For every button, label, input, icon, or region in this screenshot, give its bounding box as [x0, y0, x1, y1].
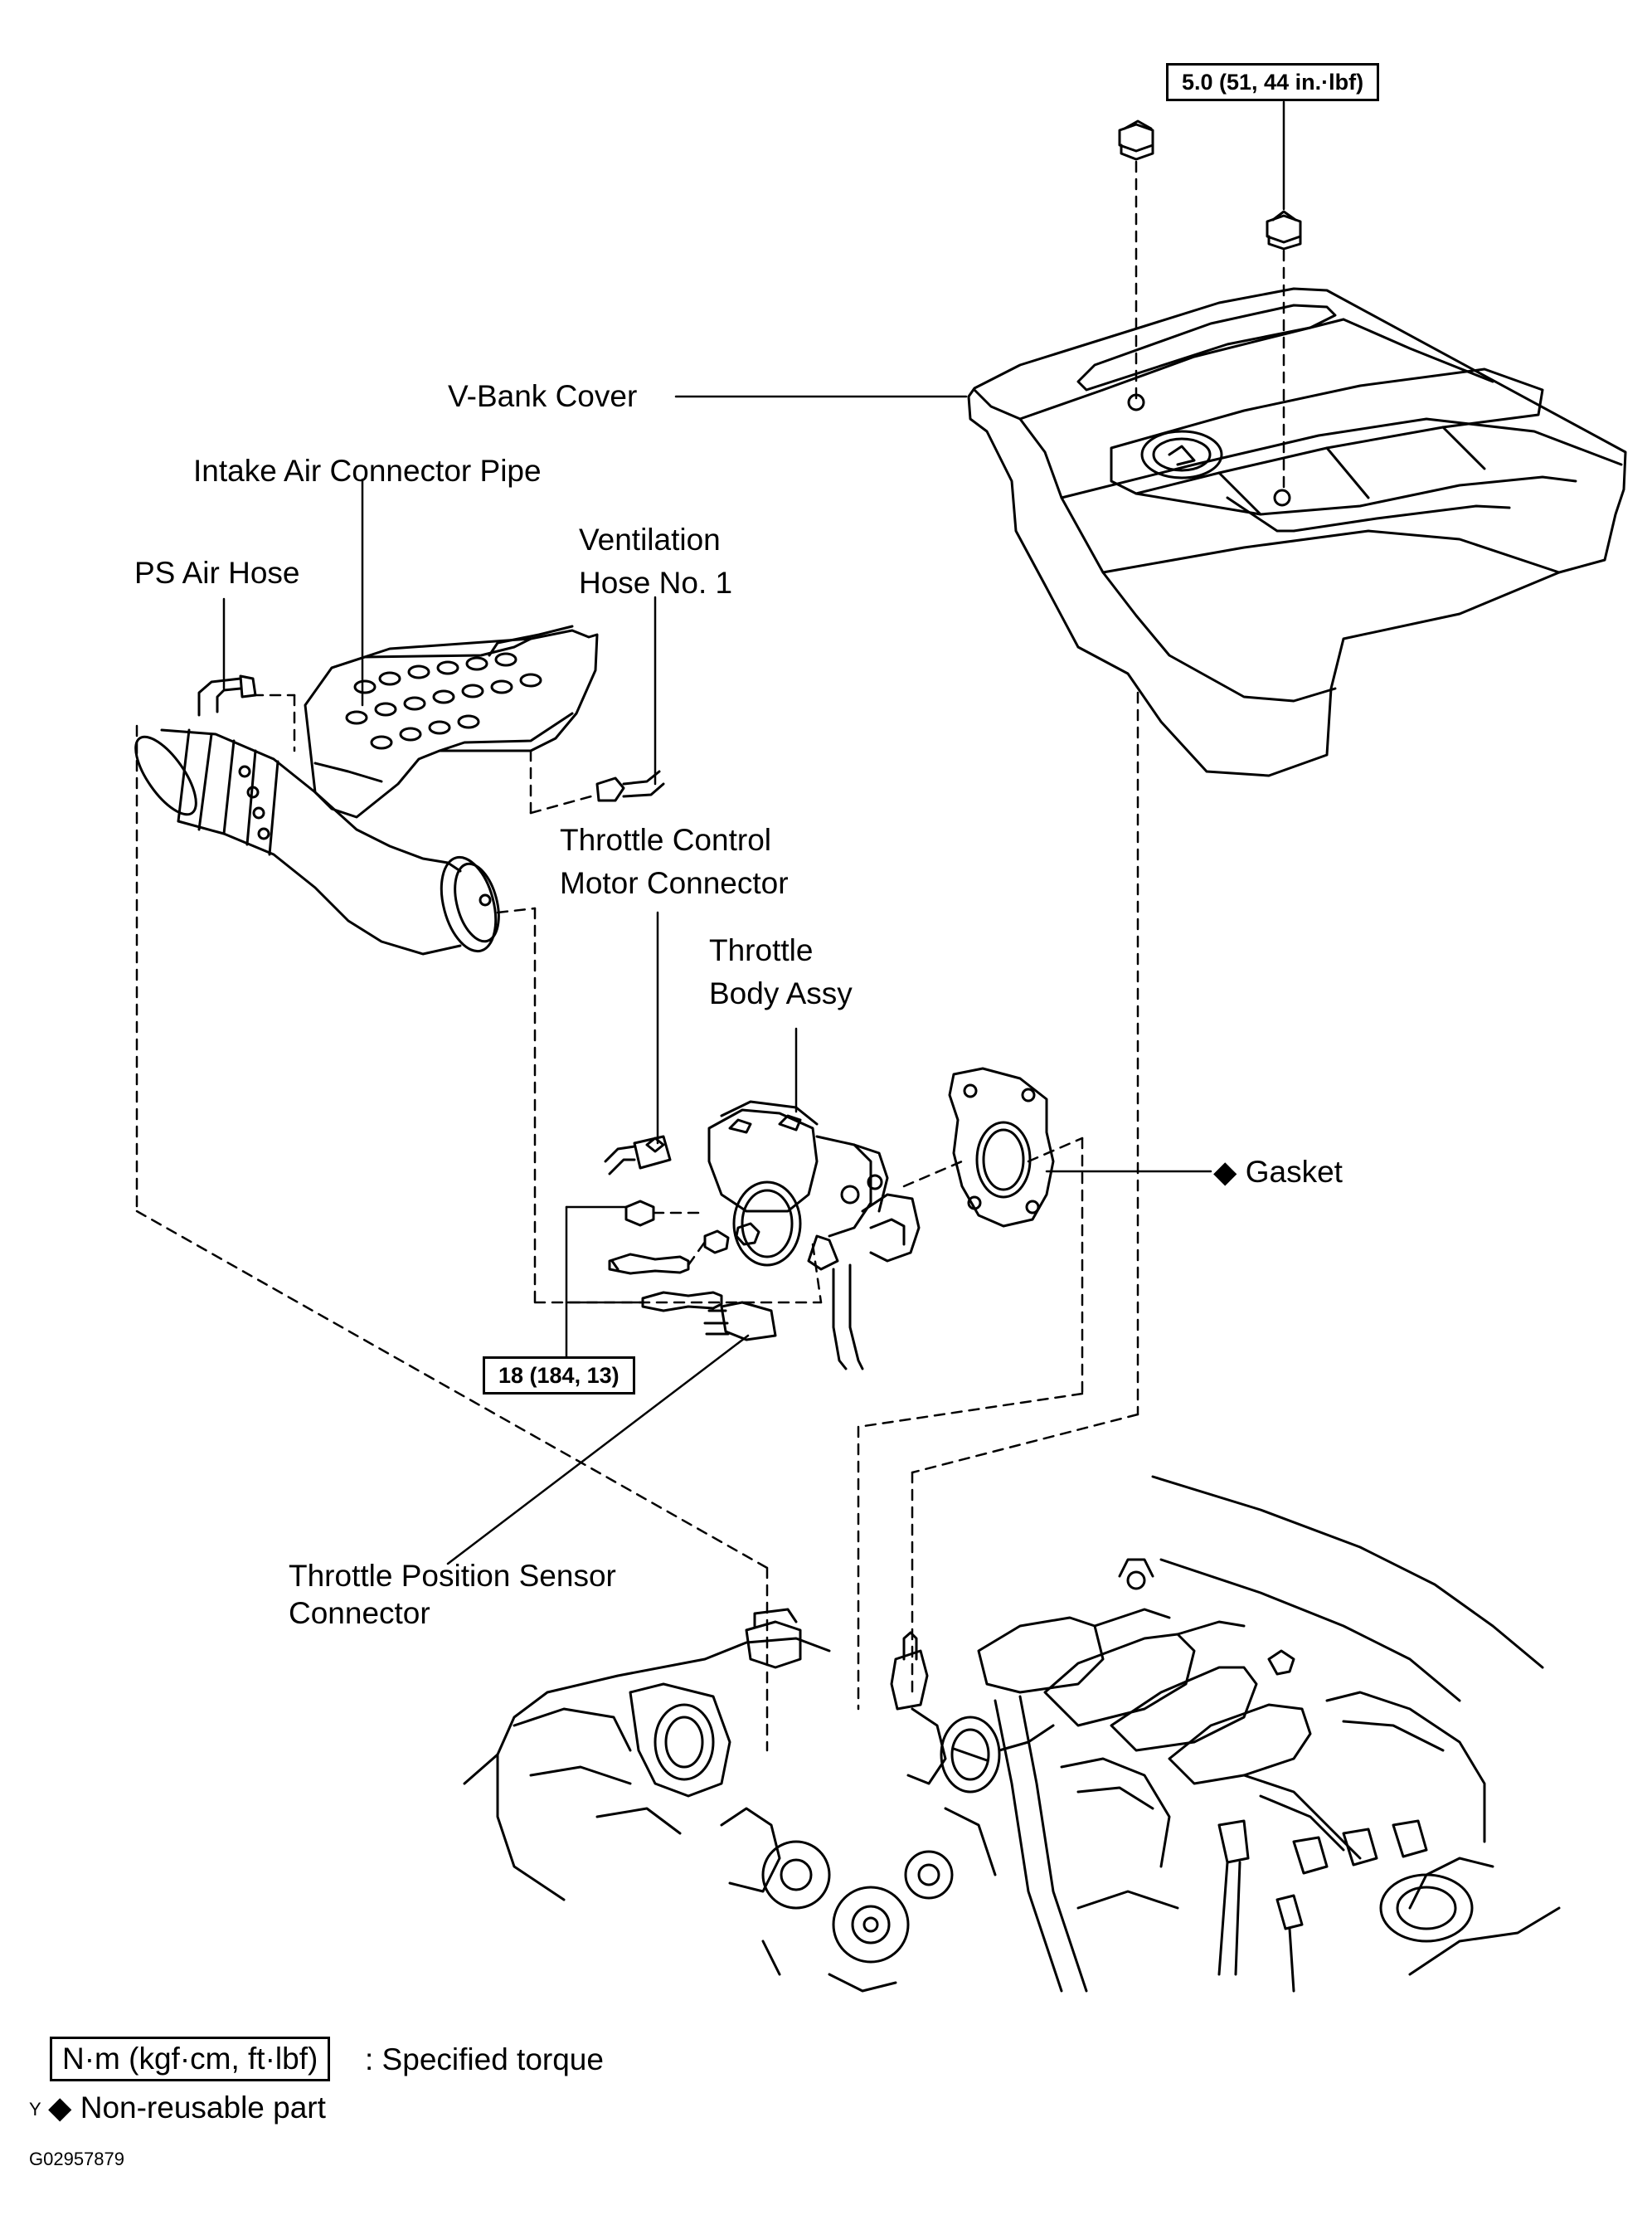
throttle-position-sensor-connector [703, 1301, 777, 1341]
intake-air-connector-pipe [134, 625, 599, 956]
label-gasket: ◆ Gasket [1213, 1155, 1343, 1189]
engine-assembly [463, 1475, 1561, 1993]
ventilation-hose-no1 [595, 770, 665, 802]
throttle-body-assy [707, 1100, 921, 1370]
throttle-assembly-lines [652, 1137, 1084, 1711]
label-tps-connector-line2: Connector [289, 1596, 430, 1630]
label-ventilation-hose-line1: Ventilation [579, 523, 721, 557]
label-ventilation-hose-line2: Hose No. 1 [579, 566, 733, 600]
intake-assembly-lines [135, 694, 823, 1752]
label-throttle-body-line1: Throttle [709, 933, 814, 967]
label-throttle-body-line2: Body Assy [709, 976, 853, 1010]
torque-top-box: 5.0 (51, 44 in.·lbf) [1166, 63, 1380, 101]
legend-nonreusable-description: ◆ Non-reusable part [48, 2091, 326, 2125]
figure-id: G02957879 [29, 2149, 124, 2169]
label-v-bank-cover: V-Bank Cover [448, 379, 638, 413]
cover-nut-right [1266, 210, 1302, 251]
v-bank-cover [967, 287, 1627, 777]
cover-nut-left [1118, 119, 1154, 161]
label-ps-air-hose: PS Air Hose [134, 556, 300, 590]
legend-torque-unit-box: N·m (kgf·cm, ft·lbf) [50, 2037, 331, 2081]
throttle-bolts [608, 1200, 760, 1312]
ps-air-hose [197, 674, 257, 717]
label-intake-air-connector-pipe: Intake Air Connector Pipe [193, 454, 542, 488]
legend-prefix-letter: Y [29, 2099, 41, 2120]
cover-assembly-lines [911, 160, 1285, 1694]
torque-bottom-box: 18 (184, 13) [483, 1356, 635, 1395]
throttle-control-motor-connector [604, 1135, 672, 1175]
leader-lines [222, 100, 1285, 1565]
gasket [948, 1067, 1055, 1228]
legend-torque-description: : Specified torque [365, 2042, 604, 2076]
label-throttle-control-line2: Motor Connector [560, 866, 789, 900]
label-throttle-control-line1: Throttle Control [560, 823, 771, 857]
label-tps-connector-line1: Throttle Position Sensor [289, 1559, 616, 1593]
